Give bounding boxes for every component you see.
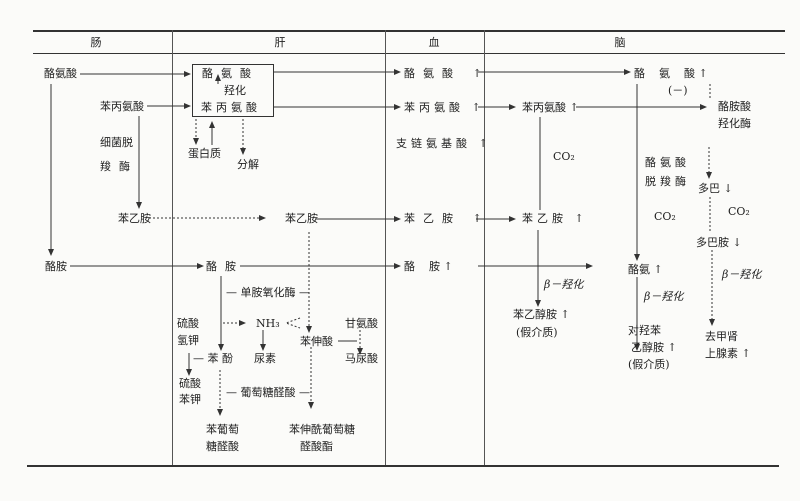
brain-inhibit: (－) (668, 84, 688, 97)
brain-tyramine: 酪氨 ↑ (628, 263, 663, 276)
column-divider-1 (172, 30, 173, 465)
table-top-rule (33, 30, 785, 32)
brain-phenylethanolamine: 苯乙醇胺 ↑ (513, 308, 570, 321)
intestine-tyrosine: 酪氨酸 (44, 67, 77, 80)
blood-tyramine: 酪 胺 ↑ (404, 260, 453, 273)
liver-khso4-1: 硫酸 (177, 317, 199, 330)
liver-amino-acid-box (192, 64, 274, 117)
brain-co2-c: CO₂ (728, 205, 750, 218)
brain-tyr-decarboxylase-2: 脱羧酶 (645, 175, 690, 188)
liver-phenylacetic-acid: 苯伸酸 (300, 335, 333, 348)
brain-norepinephrine-2: 上腺素 ↑ (705, 347, 751, 360)
liver-phenol: — 苯 酚 (193, 352, 233, 365)
header-intestine: 肠 (90, 36, 102, 49)
header-bottom-rule (33, 53, 785, 55)
liver-khso4-2: 氢钾 (177, 334, 199, 347)
liver-mao: — 单胺氧化酶 — (226, 286, 310, 299)
brain-beta-hydroxylation-a: β－羟化 (544, 278, 584, 291)
brain-octopamine-2: 乙醇胺 ↑ (631, 341, 677, 354)
liver-breakdown: 分解 (237, 158, 259, 171)
brain-octopamine-1: 对羟苯 (628, 324, 661, 337)
blood-phenethylamine: 苯乙胺 ↑ (404, 212, 490, 225)
blood-phenylalanine: 苯丙氨酸 ↑ (404, 101, 485, 114)
brain-dopa: 多巴 ↓ (698, 182, 733, 195)
liver-phenyl-sulfate-1: 硫酸 (179, 377, 201, 390)
column-divider-2 (385, 30, 386, 465)
column-divider-3 (484, 30, 485, 465)
brain-phenethylamine: 苯乙胺 ↑ (522, 212, 588, 225)
liver-glucuronic-acid: — 葡萄糖醛酸 — (226, 386, 310, 399)
intestine-tyramine: 酪胺 (45, 260, 67, 273)
liver-box-tyrosine: 酪氨酸 (202, 67, 259, 80)
brain-tyr-decarboxylase-1: 酪氨酸 (645, 156, 690, 169)
intestine-enzyme-2: 羧酶 (100, 160, 138, 173)
liver-phenyl-glucuronide-1: 苯葡萄 (206, 423, 239, 436)
brain-phenylalanine: 苯丙氨酸 ↑ (522, 101, 579, 114)
brain-tyr-hydroxylase-2: 羟化酶 (718, 117, 751, 130)
brain-tyrosine: 酪 氨 酸 ↑ (634, 67, 708, 80)
intestine-phenylalanine: 苯丙氨酸 (100, 100, 144, 113)
liver-protein: 蛋白质 (188, 147, 221, 160)
brain-tyr-hydroxylase-1: 酪胺酸 (718, 100, 751, 113)
header-blood: 血 (428, 36, 440, 49)
blood-tyrosine: 酪氨酸 ↑ (404, 67, 490, 80)
brain-beta-hydroxylation-c: β－羟化 (722, 268, 762, 281)
liver-phenylacetyl-glucuronide-2: 醛酸酯 (300, 440, 333, 453)
brain-co2-b: CO₂ (654, 210, 676, 223)
intestine-enzyme-1: 细菌脱 (100, 136, 133, 149)
liver-box-hydroxylation: 羟化 (224, 84, 246, 97)
intestine-phenethylamine: 苯乙胺 (118, 212, 151, 225)
brain-false-transmitter-b: (假介质) (628, 358, 670, 371)
liver-urea: 尿素 (254, 352, 276, 365)
liver-phenyl-glucuronide-2: 糖醛酸 (206, 440, 239, 453)
liver-phenylacetyl-glucuronide-1: 苯伸酰葡萄糖 (289, 423, 355, 436)
brain-beta-hydroxylation-b: β－羟化 (644, 290, 684, 303)
liver-hippuric-acid: 马尿酸 (345, 352, 378, 365)
brain-false-transmitter-a: (假介质) (516, 326, 558, 339)
table-bottom-rule (27, 465, 779, 467)
brain-dopamine: 多巴胺 ↓ (696, 236, 742, 249)
header-brain: 脑 (614, 36, 626, 49)
header-liver: 肝 (274, 36, 286, 49)
liver-tyramine: 酪胺 (206, 260, 244, 273)
brain-co2-a: CO₂ (553, 150, 575, 163)
liver-ammonia: NH₃ (256, 317, 280, 330)
liver-box-phenylalanine: 苯丙氨酸 (201, 101, 261, 114)
liver-phenyl-sulfate-2: 苯钾 (179, 393, 201, 406)
blood-bcaa: 支链氨基酸 ↑ (396, 137, 492, 150)
liver-phenethylamine: 苯乙胺 (285, 212, 318, 225)
liver-glycine: 甘氨酸 (345, 317, 378, 330)
brain-norepinephrine-1: 去甲肾 (705, 330, 738, 343)
